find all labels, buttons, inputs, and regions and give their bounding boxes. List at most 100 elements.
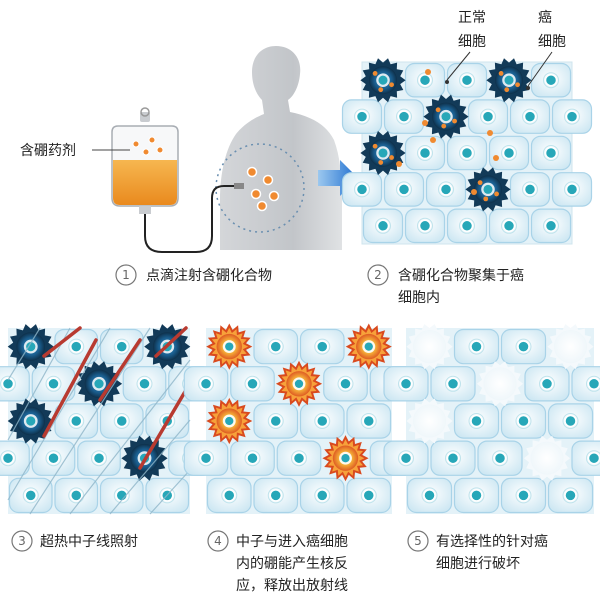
step-2-caption: 2 含硼化合物聚集于癌 细胞内 xyxy=(367,264,524,306)
step-3-text: 超热中子线照射 xyxy=(40,534,138,550)
panel-1-drip: 含硼药剂 xyxy=(20,46,342,253)
normal-cell xyxy=(346,477,392,514)
normal-cell xyxy=(341,172,383,207)
destroyed-cell xyxy=(476,361,524,407)
normal-cell xyxy=(509,172,551,207)
step-5-text-line-2: 细胞进行破坏 xyxy=(436,556,520,572)
normal-cell xyxy=(276,440,322,476)
normal-cell xyxy=(500,403,547,439)
cancer-cell xyxy=(360,58,406,103)
normal-cell xyxy=(530,62,572,98)
normal-cell xyxy=(477,440,523,476)
normal-cell xyxy=(54,477,99,514)
cancer-cell-label-2: 细胞 xyxy=(538,34,566,50)
normal-cell-label-1: 正常 xyxy=(458,10,486,26)
reacting-cancer-cell xyxy=(275,360,323,407)
normal-cell xyxy=(500,477,547,514)
normal-cell xyxy=(77,440,121,476)
normal-cell xyxy=(383,366,429,402)
normal-cell xyxy=(230,366,275,402)
normal-cell xyxy=(530,135,572,171)
normal-cell xyxy=(253,328,299,365)
normal-cell xyxy=(362,208,404,244)
human-silhouette xyxy=(220,46,342,250)
normal-cell xyxy=(488,208,530,244)
normal-cell xyxy=(524,366,570,402)
normal-cell xyxy=(509,99,551,134)
normal-cell xyxy=(99,403,144,439)
normal-cell xyxy=(453,477,500,514)
normal-cell xyxy=(547,403,594,439)
normal-cell xyxy=(0,366,30,402)
normal-cell xyxy=(323,366,368,402)
normal-cell xyxy=(383,440,429,476)
normal-cell xyxy=(446,135,488,171)
cancer-cell-label-1: 癌 xyxy=(538,10,552,26)
cancer-cell xyxy=(360,131,406,175)
step-2-text-line-2: 细胞内 xyxy=(398,290,440,306)
step-1-number: 1 xyxy=(122,268,130,282)
normal-cell xyxy=(183,366,229,402)
normal-cell-label-2: 细胞 xyxy=(458,34,486,50)
normal-cell xyxy=(346,403,392,439)
normal-cell xyxy=(183,440,229,476)
normal-cell xyxy=(383,99,425,134)
normal-cell xyxy=(253,477,299,514)
destroyed-cell xyxy=(523,435,571,481)
normal-cell xyxy=(551,99,593,134)
step-5-text-line-1: 有选择性的针对癌 xyxy=(436,534,548,550)
step-4-text-line-1: 中子与进入癌细胞 xyxy=(236,534,348,550)
reacting-cancer-cell xyxy=(206,323,253,370)
destroyed-cell xyxy=(547,324,594,370)
normal-cell xyxy=(8,477,53,514)
step-3-caption: 3 超热中子线照射 xyxy=(11,530,138,552)
cancer-cell xyxy=(486,58,532,103)
step-1-caption: 1 点滴注射含硼化合物 xyxy=(115,264,272,286)
neutron-beams xyxy=(7,326,191,515)
reacting-cancer-cell xyxy=(345,323,392,370)
step-5-number: 5 xyxy=(414,534,422,548)
cancer-cell xyxy=(423,94,469,139)
step-4-number: 4 xyxy=(214,534,222,548)
step-1-text: 点滴注射含硼化合物 xyxy=(146,267,272,284)
normal-cell xyxy=(31,366,76,402)
step-4-caption: 4 中子与进入癌细胞 内的硼能产生核反 应，释放出放射线 xyxy=(207,530,348,594)
normal-cell xyxy=(253,403,299,439)
reacting-cancer-cell xyxy=(322,435,369,482)
step-2-text-line-1: 含硼化合物聚集于癌 xyxy=(398,267,524,284)
normal-cell xyxy=(425,172,467,207)
normal-cell xyxy=(383,172,425,207)
normal-cell xyxy=(404,208,446,244)
normal-cell xyxy=(406,477,453,514)
panel-2-tissue: 正常 细胞 癌 细胞 xyxy=(341,10,593,245)
step-4-text-line-3: 应，释放出放射线 xyxy=(236,577,348,594)
normal-cell xyxy=(430,440,476,476)
normal-cell xyxy=(488,135,530,171)
normal-cell xyxy=(551,172,593,207)
cancer-cell xyxy=(465,167,511,212)
drug-label: 含硼药剂 xyxy=(20,143,76,159)
normal-cell xyxy=(530,208,572,244)
normal-cell xyxy=(122,366,167,402)
destroyed-cell xyxy=(406,398,453,444)
normal-cell xyxy=(467,99,509,134)
normal-cell xyxy=(446,208,488,244)
destroyed-cell xyxy=(406,324,453,370)
normal-cell xyxy=(404,135,446,171)
normal-cell xyxy=(571,440,600,476)
step-2-number: 2 xyxy=(374,268,382,282)
normal-cell xyxy=(230,440,275,476)
panel-4-reaction xyxy=(183,323,415,514)
normal-cell xyxy=(206,477,252,514)
boron-compound-dots xyxy=(246,166,280,212)
normal-cell xyxy=(571,366,600,402)
normal-cell xyxy=(0,440,30,476)
normal-cell xyxy=(500,328,547,365)
normal-cell xyxy=(299,477,345,514)
step-4-text-line-2: 内的硼能产生核反 xyxy=(236,556,348,572)
cancer-cell xyxy=(7,398,54,444)
normal-cell xyxy=(341,99,383,134)
normal-cell xyxy=(453,328,500,365)
panel-5-destroyed xyxy=(383,324,600,514)
